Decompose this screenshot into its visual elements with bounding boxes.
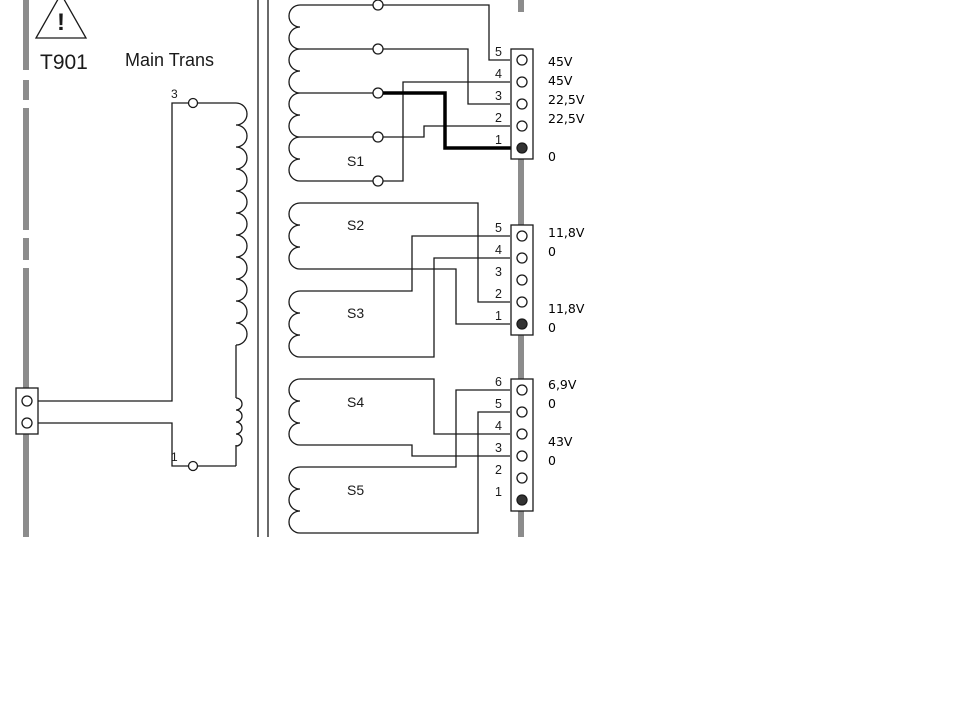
svg-text:2: 2 xyxy=(495,287,502,301)
connector-3-voltages: 6,9V 0 43V 0 xyxy=(548,377,577,468)
s4-label: S4 xyxy=(347,394,364,410)
svg-text:6,9V: 6,9V xyxy=(548,377,577,392)
s1-tap-terminal xyxy=(372,87,384,99)
svg-text:0: 0 xyxy=(548,244,556,259)
svg-text:0: 0 xyxy=(548,320,556,335)
primary-terminal-3 xyxy=(187,97,199,109)
svg-text:0: 0 xyxy=(548,453,556,468)
s1-taps xyxy=(300,4,374,182)
primary-coil-lower xyxy=(235,397,243,447)
svg-text:22,5V: 22,5V xyxy=(548,111,585,126)
connector-1-voltages: 45V 45V 22,5V 22,5V 0 xyxy=(548,54,585,164)
svg-text:4: 4 xyxy=(495,419,502,433)
transformer-name: Main Trans xyxy=(125,50,214,70)
s1-coil xyxy=(288,4,301,182)
svg-text:45V: 45V xyxy=(548,54,573,69)
primary-pin-3-label: 3 xyxy=(171,87,178,101)
svg-text:1: 1 xyxy=(495,309,502,323)
s1-tap-terminal xyxy=(372,131,384,143)
svg-text:3: 3 xyxy=(495,89,502,103)
svg-text:5: 5 xyxy=(495,45,502,59)
svg-text:45V: 45V xyxy=(548,73,573,88)
s2-coil xyxy=(288,202,301,270)
s3-label: S3 xyxy=(347,305,364,321)
warning-mark: ! xyxy=(57,9,65,36)
primary-terminal-1 xyxy=(187,460,199,472)
svg-text:3: 3 xyxy=(495,265,502,279)
transformer-ref: T901 xyxy=(40,51,88,74)
connector-1 xyxy=(510,48,534,160)
svg-text:1: 1 xyxy=(495,485,502,499)
mains-input-connector xyxy=(15,387,39,435)
s1-tap-terminal xyxy=(372,43,384,55)
s5-coil xyxy=(288,466,301,534)
s1-label: S1 xyxy=(347,153,364,169)
warning-icon: ! xyxy=(34,0,88,39)
primary-wiring xyxy=(38,102,237,467)
transformer-core xyxy=(257,0,269,537)
svg-text:6: 6 xyxy=(495,375,502,389)
connector-2-pin-labels: 5 4 3 2 1 xyxy=(495,221,502,323)
svg-text:2: 2 xyxy=(495,463,502,477)
connector-2 xyxy=(510,224,534,336)
connector-2-voltages: 11,8V 0 11,8V 0 xyxy=(548,225,585,335)
svg-text:43V: 43V xyxy=(548,434,573,449)
connector-3 xyxy=(510,378,534,512)
svg-text:11,8V: 11,8V xyxy=(548,301,585,316)
s1-tap-terminal xyxy=(372,175,384,187)
svg-text:4: 4 xyxy=(495,67,502,81)
svg-text:2: 2 xyxy=(495,111,502,125)
s3-coil xyxy=(288,290,301,358)
svg-text:1: 1 xyxy=(495,133,502,147)
s1-tap-terminal xyxy=(372,0,384,11)
svg-text:5: 5 xyxy=(495,397,502,411)
svg-text:22,5V: 22,5V xyxy=(548,92,585,107)
s5-label: S5 xyxy=(347,482,364,498)
connector-3-pin-labels: 6 5 4 3 2 1 xyxy=(495,375,502,499)
s4-s5-wiring xyxy=(300,378,510,534)
svg-text:4: 4 xyxy=(495,243,502,257)
svg-text:3: 3 xyxy=(495,441,502,455)
connector-1-pin-labels: 5 4 3 2 1 xyxy=(495,45,502,147)
svg-text:0: 0 xyxy=(548,149,556,164)
s2-s3-wiring xyxy=(300,202,510,358)
primary-coil xyxy=(235,102,248,346)
svg-text:0: 0 xyxy=(548,396,556,411)
svg-text:11,8V: 11,8V xyxy=(548,225,585,240)
s2-label: S2 xyxy=(347,217,364,233)
svg-text:5: 5 xyxy=(495,221,502,235)
s4-coil xyxy=(288,378,301,446)
primary-pin-1-label: 1 xyxy=(171,450,178,464)
s1-wiring xyxy=(383,4,512,182)
